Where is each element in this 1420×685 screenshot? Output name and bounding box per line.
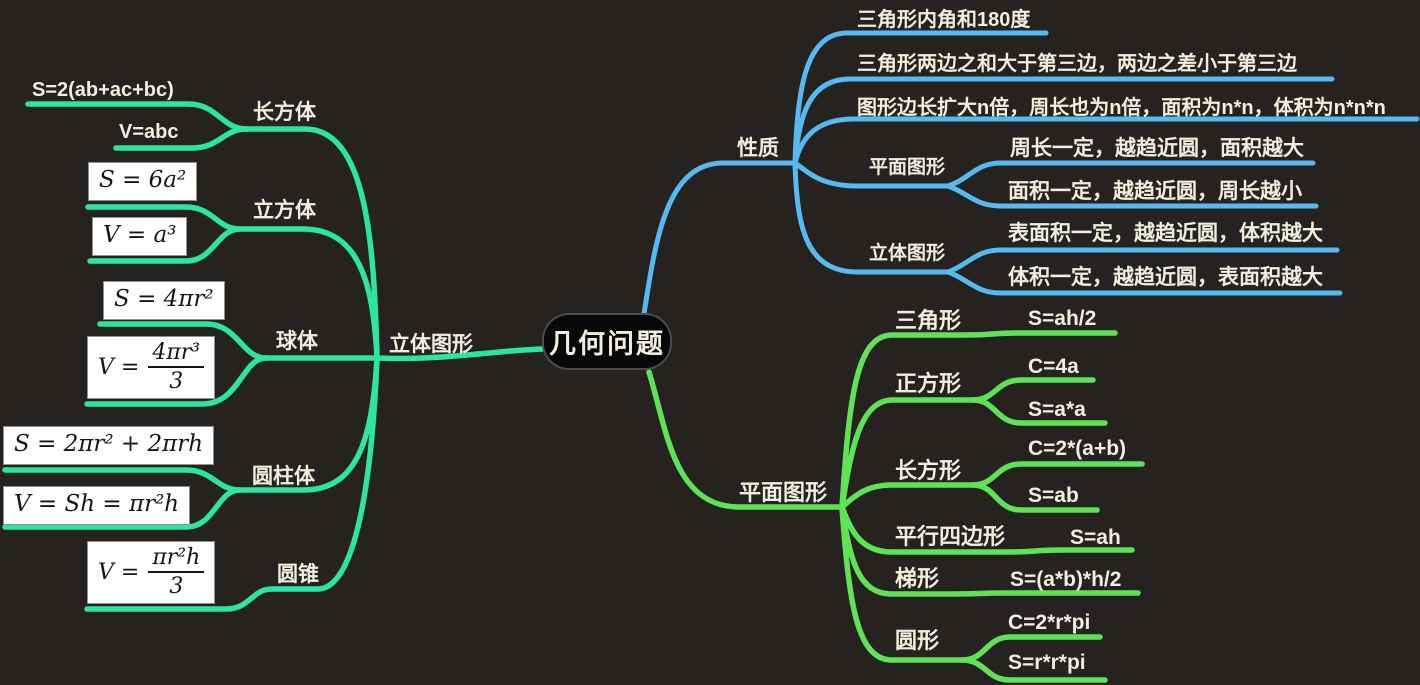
node-sphere-volume-formula[interactable]: V = 4πr³ 3 — [87, 336, 216, 399]
node-sphere-surface-formula[interactable]: S = 4πr² — [103, 281, 225, 320]
node-sphere[interactable]: 球体 — [276, 330, 318, 353]
branch-line — [970, 461, 1145, 488]
node-cuboid[interactable]: 长方体 — [253, 101, 316, 124]
branch-line — [374, 346, 546, 362]
branch-line — [945, 183, 1319, 209]
node-trapezoid-area-formula[interactable]: S=(a*b)*h/2 — [1010, 568, 1122, 591]
branch-line — [97, 321, 269, 361]
branch-line — [792, 160, 951, 275]
node-plane-figures[interactable]: 平面图形 — [739, 480, 828, 505]
node-properties[interactable]: 性质 — [737, 137, 779, 160]
node-cuboid-surface-formula[interactable]: S=2(ab+ac+bc) — [32, 79, 174, 101]
branch-line — [2, 487, 243, 530]
node-cone[interactable]: 圆锥 — [277, 563, 319, 586]
branch-line — [646, 369, 845, 510]
branch-line — [839, 505, 965, 663]
solid-figures-branch-lines — [2, 101, 546, 612]
node-cylinder-surface-formula[interactable]: S = 2πr² + 2πrh — [3, 426, 215, 465]
node-square[interactable]: 正方形 — [895, 371, 962, 396]
fraction-denominator: 3 — [169, 369, 184, 395]
branch-line — [237, 226, 380, 360]
fraction: πr²h 3 — [148, 545, 205, 600]
node-cylinder-volume-formula[interactable]: V = Sh = πr²h — [3, 486, 191, 525]
central-node[interactable]: 几何问题 — [542, 313, 672, 370]
branch-line — [839, 504, 1135, 555]
node-cuboid-volume-formula[interactable]: V=abc — [119, 121, 179, 143]
node-property-triangle-sides[interactable]: 三角形两边之和大于第三边，两边之差小于第三边 — [857, 53, 1297, 75]
properties-branch-lines — [641, 30, 1420, 317]
formula-prefix: V = — [98, 559, 140, 585]
node-square-perimeter-formula[interactable]: C=4a — [1028, 355, 1079, 378]
branch-line — [792, 116, 1420, 166]
node-property-scaling[interactable]: 图形边长扩大n倍，周长也为n倍，面积为n*n，体积为n*n*n — [857, 97, 1386, 119]
node-properties-solid-figures[interactable]: 立体图形 — [869, 243, 946, 264]
node-triangle[interactable]: 三角形 — [895, 308, 962, 333]
branch-line — [87, 226, 243, 264]
node-triangle-area-formula[interactable]: S=ah/2 — [1028, 307, 1097, 330]
branch-line — [792, 160, 951, 189]
node-parallelogram[interactable]: 平行四边形 — [895, 524, 1006, 549]
branch-line — [945, 160, 1316, 189]
branch-line — [970, 397, 1108, 426]
fraction: 4πr³ 3 — [148, 340, 205, 395]
branch-line — [641, 160, 798, 317]
node-cube-volume-formula[interactable]: V = a³ — [92, 217, 188, 256]
branch-line — [839, 482, 976, 510]
plane-figures-branch-lines — [646, 330, 1145, 683]
node-cube-surface-formula[interactable]: S = 6a² — [88, 162, 198, 201]
node-cone-volume-formula[interactable]: V = πr²h 3 — [87, 541, 216, 604]
node-rectangle[interactable]: 长方形 — [895, 458, 962, 483]
branch-line — [945, 247, 1340, 275]
node-rectangle-perimeter-formula[interactable]: C=2*(a+b) — [1028, 437, 1127, 460]
fraction-numerator: πr²h — [148, 545, 205, 574]
node-property-triangle-angles[interactable]: 三角形内角和180度 — [857, 9, 1031, 31]
node-cylinder[interactable]: 圆柱体 — [252, 465, 315, 488]
node-solid-property-volume-fixed[interactable]: 体积一定，越趋近圆，表面积越大 — [1008, 266, 1323, 289]
node-properties-plane-figures[interactable]: 平面图形 — [869, 157, 946, 178]
node-rectangle-area-formula[interactable]: S=ab — [1028, 484, 1079, 507]
branch-line — [945, 269, 1343, 296]
node-square-area-formula[interactable]: S=a*a — [1028, 398, 1086, 421]
fraction-denominator: 3 — [169, 574, 184, 600]
branch-line — [84, 355, 269, 407]
branch-line — [269, 356, 380, 592]
node-solid-figures[interactable]: 立体图形 — [389, 333, 473, 356]
branch-line — [113, 126, 250, 151]
branch-line — [244, 126, 380, 360]
central-node-label: 几何问题 — [549, 329, 665, 359]
node-circle-area-formula[interactable]: S=r*r*pi — [1008, 651, 1086, 674]
branch-line — [839, 330, 1118, 510]
branch-line — [970, 377, 1096, 403]
branch-line — [970, 482, 1100, 513]
fraction-numerator: 4πr³ — [148, 340, 205, 369]
branch-line — [792, 76, 1335, 166]
node-plane-property-area-fixed[interactable]: 面积一定，越趋近圆，周长越小 — [1008, 180, 1302, 203]
branch-line — [839, 397, 976, 510]
node-cube[interactable]: 立方体 — [253, 199, 316, 222]
node-trapezoid[interactable]: 梯形 — [895, 566, 940, 591]
formula-prefix: V = — [98, 354, 140, 380]
node-circle[interactable]: 圆形 — [895, 628, 940, 653]
node-solid-property-surface-fixed[interactable]: 表面积一定，越趋近圆，体积越大 — [1008, 222, 1323, 245]
node-plane-property-perimeter-fixed[interactable]: 周长一定，越趋近圆，面积越大 — [1010, 137, 1304, 160]
node-parallelogram-area-formula[interactable]: S=ah — [1070, 526, 1121, 549]
branch-line — [839, 504, 1141, 597]
node-circle-circumference-formula[interactable]: C=2*r*pi — [1008, 611, 1091, 634]
branch-line — [959, 657, 1108, 683]
branch-line — [84, 586, 275, 612]
